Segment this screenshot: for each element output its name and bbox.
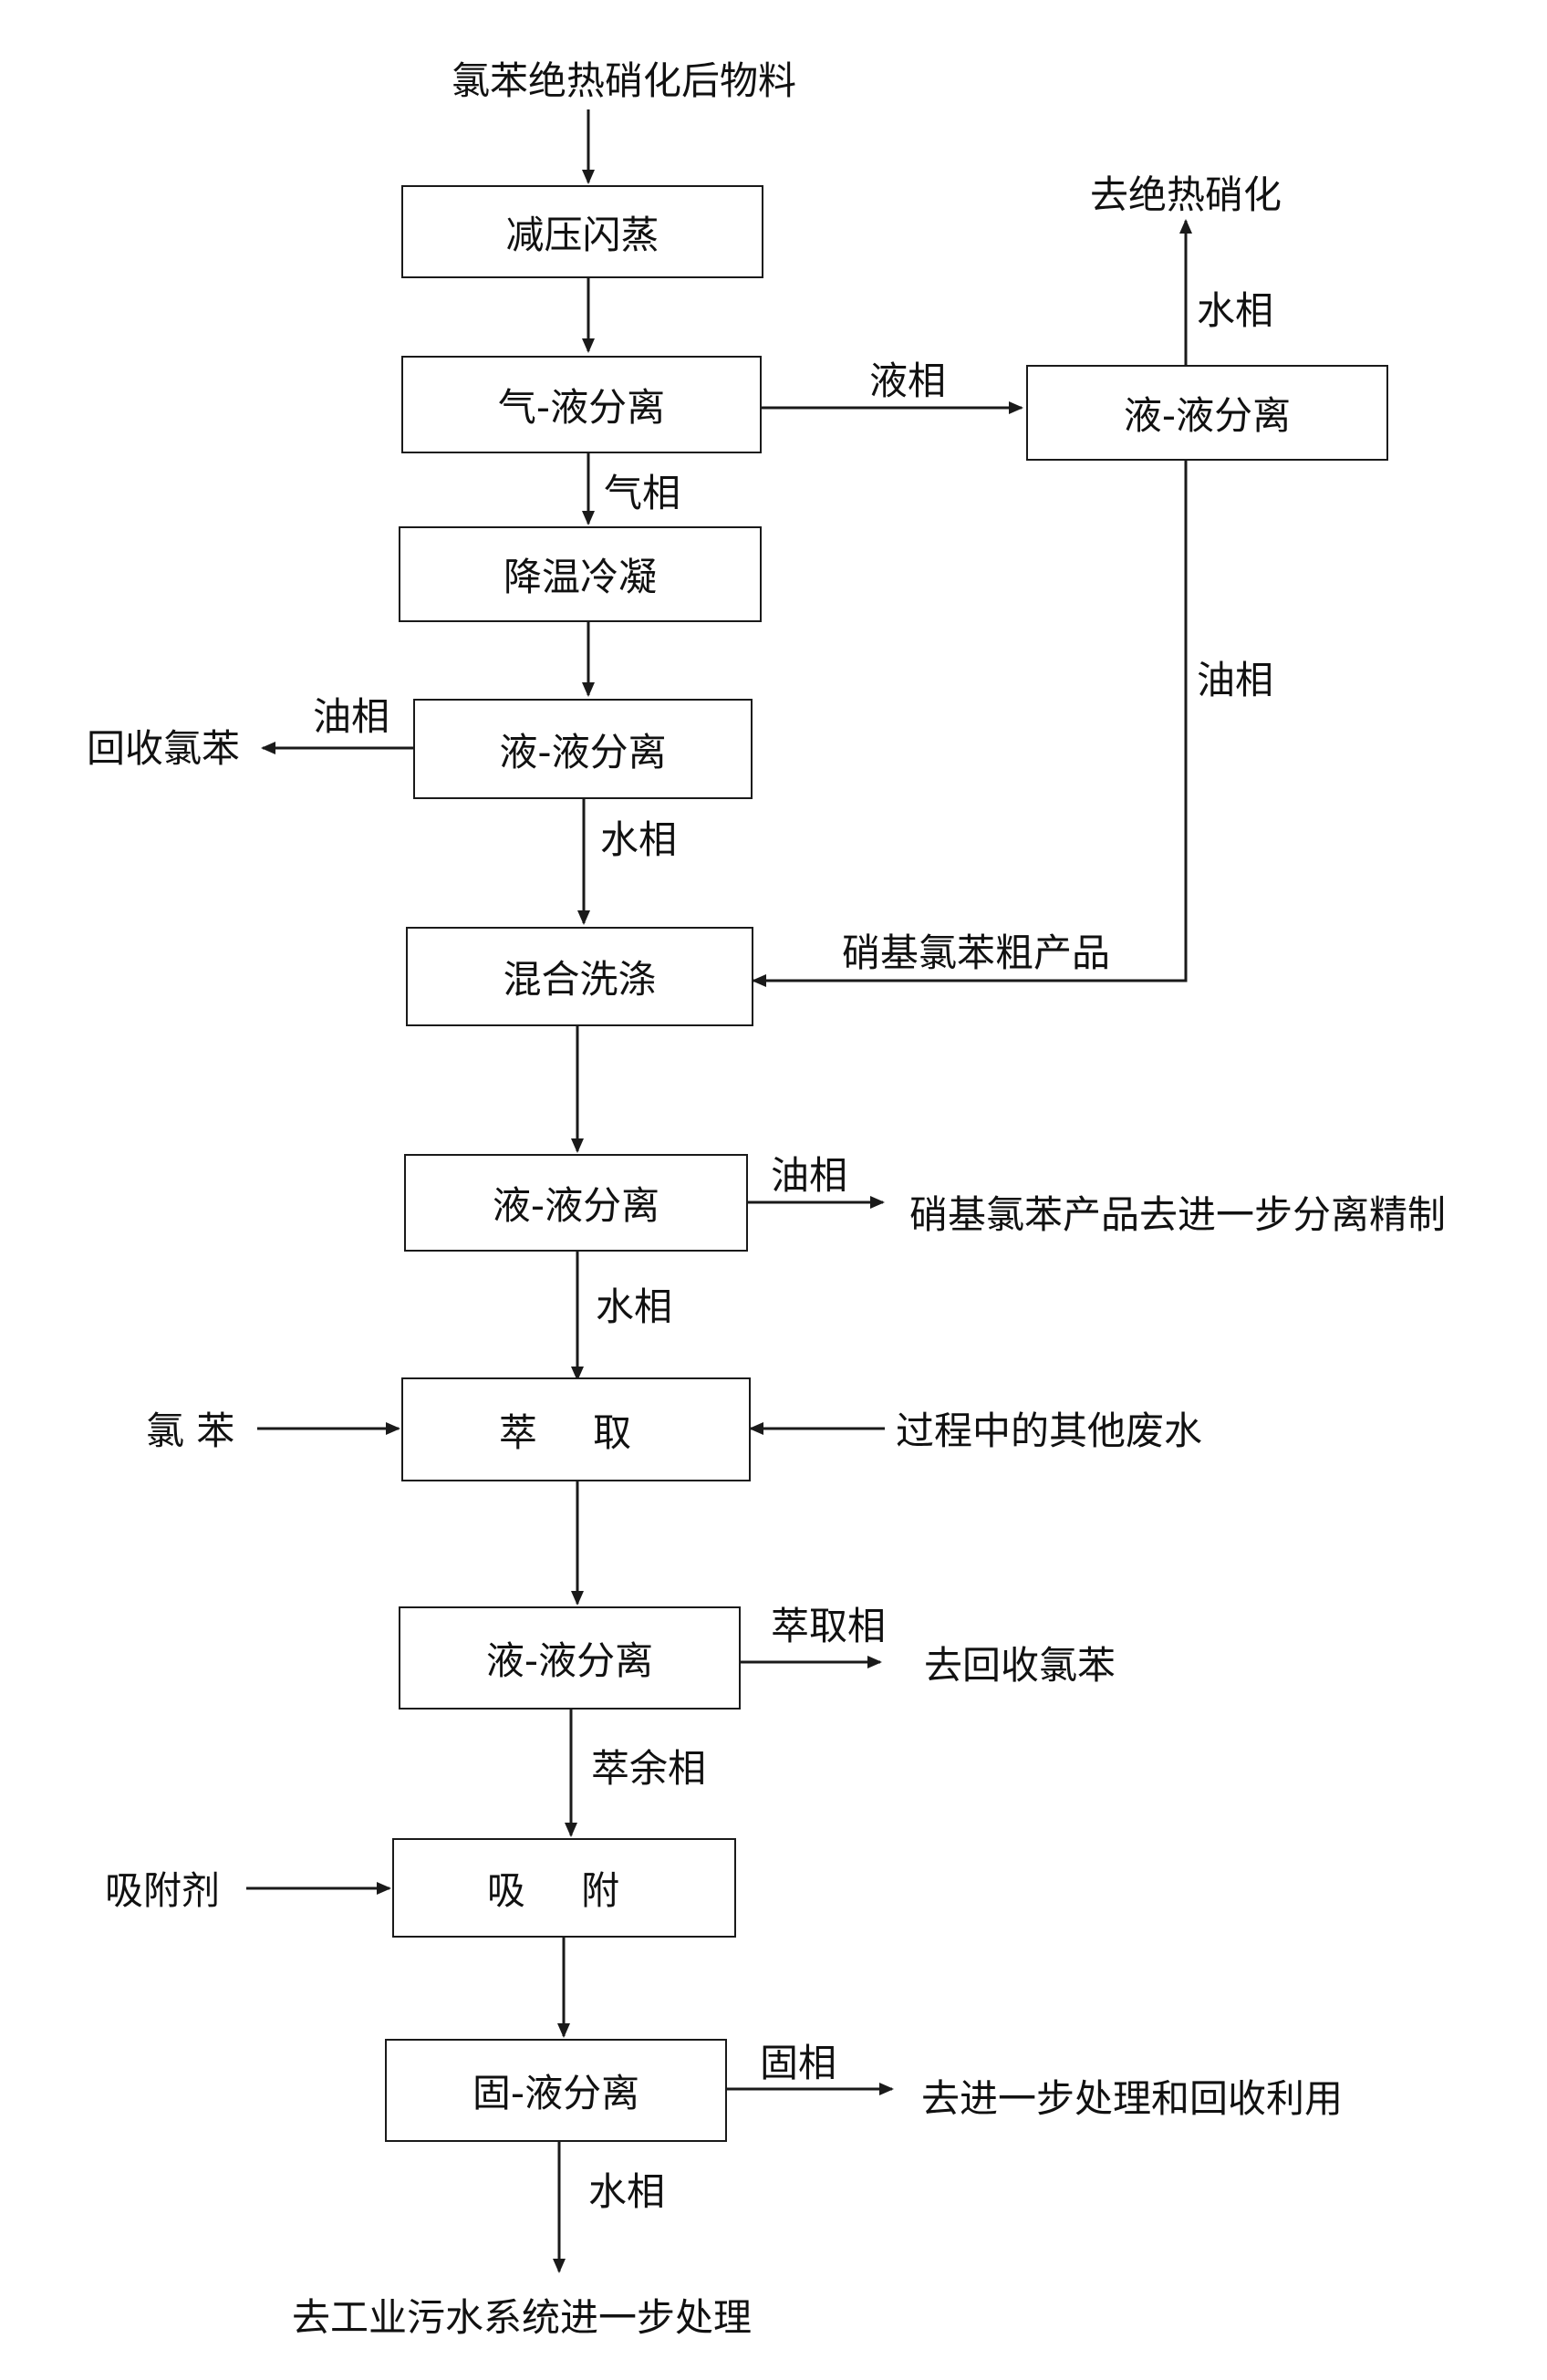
solid-phase-label: 固相 [760,2041,837,2085]
water-phase-1-label: 水相 [600,817,678,862]
water-phase-3-label: 水相 [588,2169,666,2214]
to-industrial-sewage-label: 去工业污水系统进一步处理 [292,2295,753,2340]
extraction-box: 萃 取 [401,1377,751,1481]
gas-phase-label: 气相 [604,471,681,515]
input-material-label: 氯苯绝热硝化后物料 [452,58,797,103]
extract-phase-label: 萃取相 [771,1604,887,1648]
oil-phase-left-label: 油相 [313,694,390,739]
arrow-crude-to-wash [752,461,1188,987]
cooling-condensation-box: 降温冷凝 [399,526,762,622]
further-treatment-label: 去进一步处理和回收利用 [921,2076,1344,2121]
raffinate-phase-label: 萃余相 [591,1746,707,1791]
oil-phase-right-label: 油相 [1197,658,1274,702]
other-wastewater-label: 过程中的其他废水 [896,1408,1203,1453]
adsorbent-label: 吸附剂 [105,1868,221,1913]
product-refining-label: 硝基氯苯产品去进一步分离精制 [909,1192,1447,1237]
mixed-washing-box: 混合洗涤 [406,927,753,1026]
water-phase-2-label: 水相 [596,1284,673,1329]
chlorobenzene-input-label: 氯 苯 [146,1408,235,1453]
liquid-liquid-separation-2-box: 液-液分离 [404,1154,748,1252]
to-adiabatic-nitration-label: 去绝热硝化 [1090,172,1282,217]
crude-product-label: 硝基氯苯粗产品 [842,930,1111,975]
oil-phase-2-label: 油相 [771,1153,848,1198]
to-recover-chlorobenzene-label: 去回收氯苯 [924,1643,1116,1688]
recover-chlorobenzene-label: 回收氯苯 [87,726,241,771]
flash-evaporation-box: 减压闪蒸 [401,185,763,278]
liquid-liquid-separation-top-box: 液-液分离 [1026,365,1388,461]
liquid-liquid-separation-3-box: 液-液分离 [399,1606,741,1710]
liquid-liquid-separation-1-box: 液-液分离 [413,699,753,799]
solid-liquid-separation-box: 固-液分离 [385,2039,727,2142]
liquid-phase-label: 液相 [869,359,947,403]
adsorption-box: 吸 附 [392,1838,736,1938]
water-phase-top-label: 水相 [1197,288,1274,333]
gas-liquid-separation-box: 气-液分离 [401,356,762,453]
